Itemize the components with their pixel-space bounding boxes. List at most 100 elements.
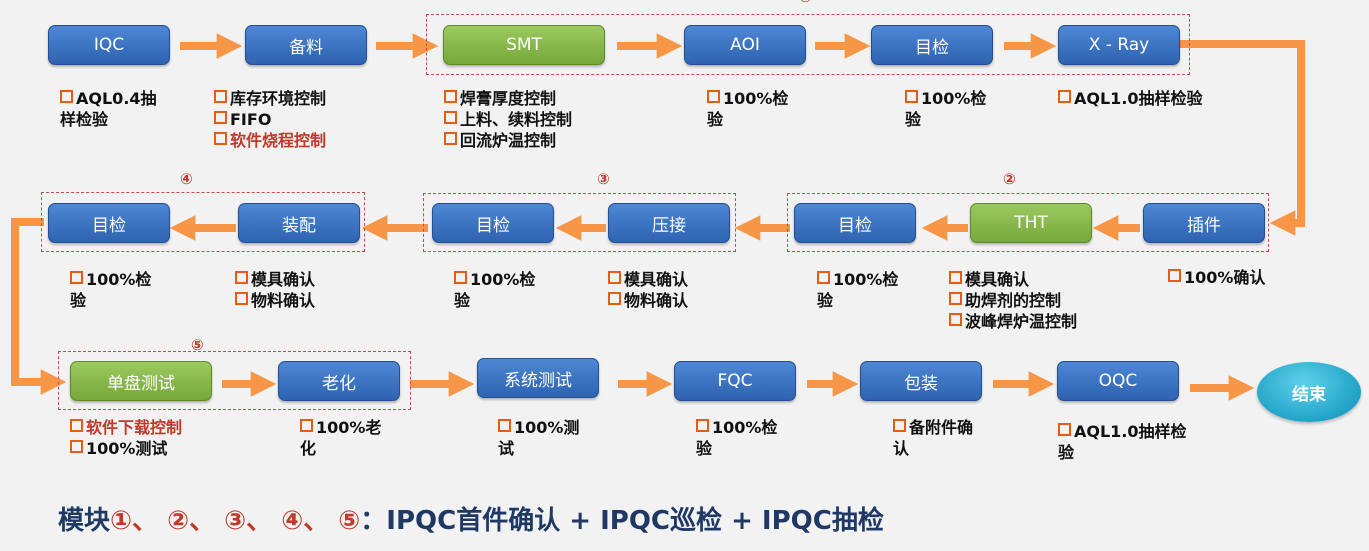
checkbox-bullet-icon [235, 292, 248, 305]
footer-legend: 模块①、 ②、 ③、 ④、 ⑤：IPQC首件确认 + IPQC巡检 + IPQC… [58, 500, 884, 537]
group-1-label: ① [799, 0, 812, 6]
checkbox-bullet-icon [949, 271, 962, 284]
note-line: 验 [905, 110, 922, 129]
note-line: 试 [498, 439, 515, 458]
note-mujian-1: 100%检 验 [905, 88, 986, 130]
group-3-frame [423, 193, 736, 252]
note-mujian-4: 100%检 验 [70, 269, 151, 311]
note-line: 100%检 [86, 270, 152, 289]
note-line: 100%老 [316, 418, 382, 437]
footer-prefix: 模块 [58, 506, 111, 536]
group-5-label: ⑤ [191, 336, 204, 354]
checkbox-bullet-icon [235, 271, 248, 284]
node-smt[interactable]: SMT [443, 25, 605, 65]
note-tht: 模具确认 助焊剂的控制 波峰焊炉温控制 [949, 269, 1077, 332]
node-aoi[interactable]: AOI [684, 25, 806, 65]
checkbox-bullet-icon [608, 271, 621, 284]
footer-modules: ①、 ②、 ③、 ④、 ⑤ [110, 506, 361, 536]
note-line: 模具确认 [624, 270, 689, 289]
node-oqc[interactable]: OQC [1057, 361, 1179, 401]
checkbox-bullet-icon [1058, 90, 1071, 103]
node-beiliao[interactable]: 备料 [245, 25, 367, 65]
checkbox-bullet-icon [214, 111, 227, 124]
note-line: 化 [300, 439, 317, 458]
checkbox-bullet-icon [949, 292, 962, 305]
group-3-label: ③ [597, 170, 610, 188]
checkbox-bullet-icon [1058, 423, 1071, 436]
note-smt: 焊膏厚度控制 上料、续料控制 回流炉温控制 [444, 88, 572, 151]
note-line: FIFO [230, 110, 272, 129]
note-line: 100%测 [514, 418, 580, 437]
checkbox-bullet-icon [70, 440, 83, 453]
node-baozhuang[interactable]: 包装 [860, 361, 982, 401]
checkbox-bullet-icon [707, 90, 720, 103]
note-yajie: 模具确认 物料确认 [608, 269, 688, 311]
note-line: 助焊剂的控制 [965, 291, 1062, 310]
checkbox-bullet-icon [905, 90, 918, 103]
node-tht[interactable]: THT [970, 203, 1092, 243]
note-aoi: 100%检 验 [707, 88, 788, 130]
checkbox-bullet-icon [444, 90, 457, 103]
checkbox-bullet-icon [949, 313, 962, 326]
node-end[interactable]: 结束 [1257, 362, 1361, 422]
note-xitong: 100%测 试 [498, 417, 579, 459]
node-yajie[interactable]: 压接 [608, 203, 730, 243]
node-danpan[interactable]: 单盘测试 [70, 361, 212, 401]
note-mujian-3: 100%检 验 [454, 269, 535, 311]
note-line: 认 [893, 439, 910, 458]
note-line: 100%检 [712, 418, 778, 437]
note-danpan: 软件下载控制 100%测试 [70, 417, 182, 459]
node-mujian-3[interactable]: 目检 [432, 203, 554, 243]
note-line: 100%检 [833, 270, 899, 289]
footer-suffix: ：IPQC首件确认 + IPQC巡检 + IPQC抽检 [360, 506, 884, 536]
node-mujian-2[interactable]: 目检 [794, 203, 916, 243]
note-line: 软件下载控制 [86, 418, 183, 437]
group-2-label: ② [1003, 170, 1016, 188]
group-5-frame [58, 351, 411, 410]
node-laohua[interactable]: 老化 [278, 361, 400, 401]
note-line: 样检验 [60, 110, 109, 129]
note-line: 物料确认 [251, 291, 316, 310]
note-zhuangpei: 模具确认 物料确认 [235, 269, 315, 311]
checkbox-bullet-icon [498, 419, 511, 432]
note-line: 回流炉温控制 [460, 131, 557, 150]
node-zhuangpei[interactable]: 装配 [238, 203, 360, 243]
node-iqc[interactable]: IQC [48, 25, 170, 65]
checkbox-bullet-icon [70, 419, 83, 432]
note-line: 波峰焊炉温控制 [965, 312, 1078, 331]
note-line: 100%检 [470, 270, 536, 289]
node-mujian-4[interactable]: 目检 [48, 203, 170, 243]
note-line: 上料、续料控制 [460, 110, 573, 129]
group-1-frame [426, 14, 1190, 75]
note-line: 软件烧程控制 [230, 131, 327, 150]
note-line: 验 [817, 291, 834, 310]
node-fqc[interactable]: FQC [674, 361, 796, 401]
note-line: 模具确认 [251, 270, 316, 289]
node-xray[interactable]: X - Ray [1058, 25, 1180, 65]
node-chajian[interactable]: 插件 [1143, 203, 1265, 243]
node-mujian-1[interactable]: 目检 [871, 25, 993, 65]
checkbox-bullet-icon [214, 90, 227, 103]
note-xray: AQL1.0抽样检验 [1058, 88, 1203, 109]
note-line: 100%检 [723, 89, 789, 108]
note-line: AQL0.4抽 [76, 89, 157, 108]
note-baozhuang: 备附件确 认 [893, 417, 973, 459]
note-line: 验 [707, 110, 724, 129]
checkbox-bullet-icon [70, 271, 83, 284]
note-line: 100%确认 [1184, 268, 1266, 287]
checkbox-bullet-icon [696, 419, 709, 432]
checkbox-bullet-icon [60, 90, 73, 103]
note-line: 100%测试 [86, 439, 168, 458]
node-xitong[interactable]: 系统测试 [477, 358, 599, 398]
note-beiliao: 库存环境控制 FIFO 软件烧程控制 [214, 88, 326, 151]
checkbox-bullet-icon [444, 111, 457, 124]
checkbox-bullet-icon [454, 271, 467, 284]
group-4-label: ④ [180, 170, 193, 188]
note-oqc: AQL1.0抽样检 验 [1058, 421, 1187, 463]
group-2-frame [787, 193, 1269, 252]
note-mujian-2: 100%检 验 [817, 269, 898, 311]
note-line: 验 [1058, 443, 1075, 462]
note-line: 100%检 [921, 89, 987, 108]
checkbox-bullet-icon [817, 271, 830, 284]
